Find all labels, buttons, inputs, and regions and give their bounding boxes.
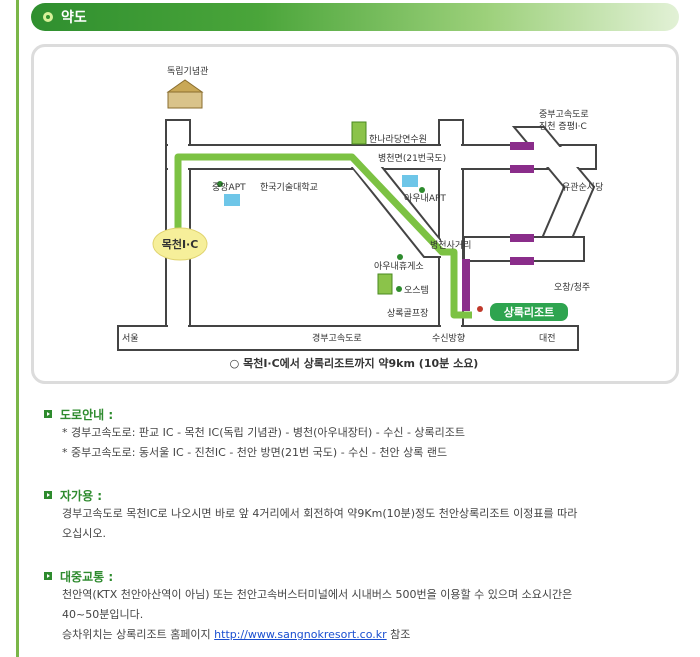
independence-hall-icon [166, 79, 204, 109]
road-guide-title: 도로안내 : [60, 407, 114, 422]
transit-title: 대중교통 : [60, 569, 114, 584]
yugwansun-label: 유관순사당 [562, 182, 603, 193]
sangnok-resort-label: 상록리조트 [504, 305, 555, 319]
byeongcheon-intersection-label: 병천사거리 [430, 240, 471, 251]
left-border-line [16, 0, 19, 657]
ochang-label: 오창/청주 [554, 282, 590, 293]
arrow-bullet-icon [44, 410, 52, 418]
susin-label: 수신방향 [432, 332, 465, 344]
korea-tech-label: 한국기술대학교 [260, 182, 318, 193]
car-line: 경부고속도로 목천IC로 나오시면 바로 앞 4거리에서 회전하여 약9Km(1… [62, 507, 578, 520]
sangnok-resort-badge [490, 303, 568, 321]
header-title: 약도 [61, 10, 87, 26]
daejeon-label: 대전 [539, 333, 556, 344]
hanaradang-building-icon [351, 121, 367, 145]
transit-line: 40~50분입니다. [62, 608, 144, 621]
interchange-markers [462, 142, 534, 311]
transit-suffix: 참조 [386, 628, 411, 641]
jincheon-ic-label: 진천 증평I·C [539, 121, 587, 132]
map-box: 목천I·C 독립기념관 한나라당연수원 병천면(21번국도) 중부고속도로 진천… [31, 44, 679, 384]
road-guide-section: 도로안내 : * 경부고속도로: 판교 IC - 목천 IC(독립 기념관) -… [44, 405, 465, 463]
independence-hall-label: 독립기념관 [167, 66, 208, 77]
gyeongbu-label: 경부고속도로 [312, 332, 362, 344]
sangnok-golf-label: 상록골프장 [387, 308, 428, 319]
route-map: 목천I·C 독립기념관 한나라당연수원 병천면(21번국도) 중부고속도로 진천… [117, 66, 603, 370]
section-header: 약도 [31, 3, 679, 31]
arrow-bullet-icon [44, 572, 52, 580]
route-line [174, 153, 472, 319]
car-title: 자가용 : [60, 488, 103, 503]
car-line: 오십시오. [62, 527, 106, 540]
hanaradang-label: 한나라당연수원 [369, 134, 427, 145]
road-guide-line: * 경부고속도로: 판교 IC - 목천 IC(독립 기념관) - 병천(아우내… [62, 426, 466, 439]
jungang-apt-icon [224, 194, 240, 206]
aunae-apt-label: 아우내APT [404, 193, 446, 204]
transit-section: 대중교통 : 천안역(KTX 천안아산역이 아님) 또는 천안고속버스터미널에서… [44, 567, 572, 645]
seoul-label: 서울 [122, 333, 139, 344]
transit-prefix: 승차위치는 상록리조트 홈페이지 [62, 628, 215, 641]
arrow-bullet-icon [44, 491, 52, 499]
road-guide-line: * 중부고속도로: 동서울 IC - 진천IC - 천안 방면(21번 국도) … [62, 446, 448, 459]
mokcheon-ic-marker [152, 227, 208, 261]
transit-line: 천안역(KTX 천안아산역이 아님) 또는 천안고속버스터미널에서 시내버스 5… [62, 588, 573, 601]
car-section: 자가용 : 경부고속도로 목천IC로 나오시면 바로 앞 4거리에서 회전하여 … [44, 486, 577, 544]
aunae-rest-label: 아우내휴게소 [374, 261, 424, 272]
transit-last-line: 승차위치는 상록리조트 홈페이지 http://www.sangnokresor… [44, 625, 572, 645]
gyeongbu-road [117, 325, 579, 351]
jungang-apt-label: 중앙APT [212, 181, 246, 193]
map-caption: ○ 목천I·C에서 상록리조트까지 약9km (10분 소요) [230, 356, 479, 370]
byeongcheon-label: 병천면(21번국도) [378, 153, 446, 164]
ring-icon [43, 12, 53, 22]
mokcheon-ic-label: 목천I·C [162, 237, 199, 251]
homepage-link[interactable]: http://www.sangnokresort.co.kr [214, 628, 387, 641]
ohseutem-building-icon [377, 273, 393, 295]
aunae-apt-icon [402, 175, 418, 187]
junbu-expressway-label: 중부고속도로 [539, 109, 589, 120]
ohseutem-label: 오스템 [404, 284, 429, 296]
flag-icon [477, 306, 483, 312]
